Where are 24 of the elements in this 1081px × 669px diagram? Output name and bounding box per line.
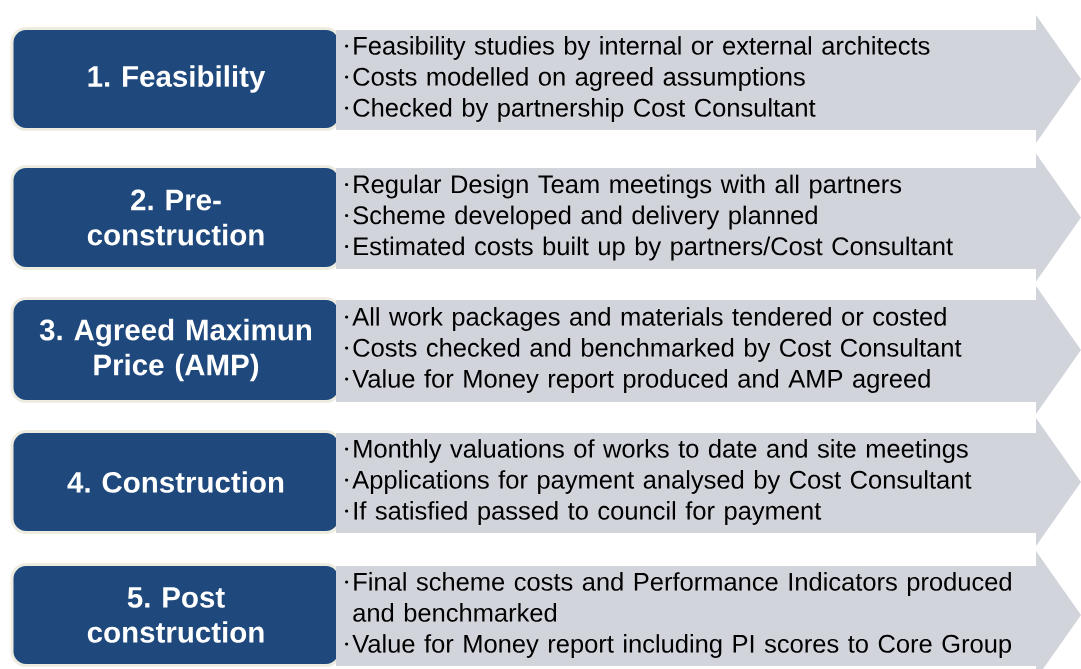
stage-box: 4. Construction xyxy=(10,430,342,534)
bullet-text: Scheme developed and delivery planned xyxy=(353,205,817,230)
bullet-text: Costs modelled on agreed assumptions xyxy=(353,67,805,91)
bullet-text: If satisfied passed to council for payment xyxy=(354,501,822,525)
arrow-band xyxy=(336,15,1081,143)
bullet-text: Final scheme costs and Performance Indicators produced and benchmarked xyxy=(353,572,1011,622)
stage-box: 3. Agreed Maximun Price (AMP) xyxy=(10,297,342,403)
bullet-text: Regular Design Team meetings with all partners xyxy=(354,174,902,199)
bullet-text: All work packages and materials tendered or costed xyxy=(352,307,946,331)
bullet-text: Value for Money report including PI scores to Core Group xyxy=(352,634,1012,658)
bullet-text: Feasibility studies by internal or external architects xyxy=(354,36,930,60)
bullet-text: Monthly valuations of works to date and site meetings xyxy=(354,439,968,463)
stage-box: 1. Feasibility xyxy=(10,27,342,131)
arrow-band xyxy=(336,153,1081,282)
arrow-band xyxy=(336,286,1081,414)
bullet-text: Costs checked and benchmarked by Cost Consultant xyxy=(353,338,962,362)
arrow-band xyxy=(336,418,1081,546)
bullet-text: Applications for payment analysed by Cost Consultant xyxy=(352,470,972,494)
bullet-text: Checked by partnership Cost Consultant xyxy=(353,98,816,122)
stage-box: 2. Pre-construction xyxy=(10,165,342,270)
bullet-text: Estimated costs built up by partners/Cost Consultant xyxy=(354,236,953,261)
bullet-text: Value for Money report produced and AMP agreed xyxy=(352,369,930,393)
arrow-band xyxy=(336,551,1081,669)
stage-box: 5. Post construction xyxy=(10,563,342,667)
